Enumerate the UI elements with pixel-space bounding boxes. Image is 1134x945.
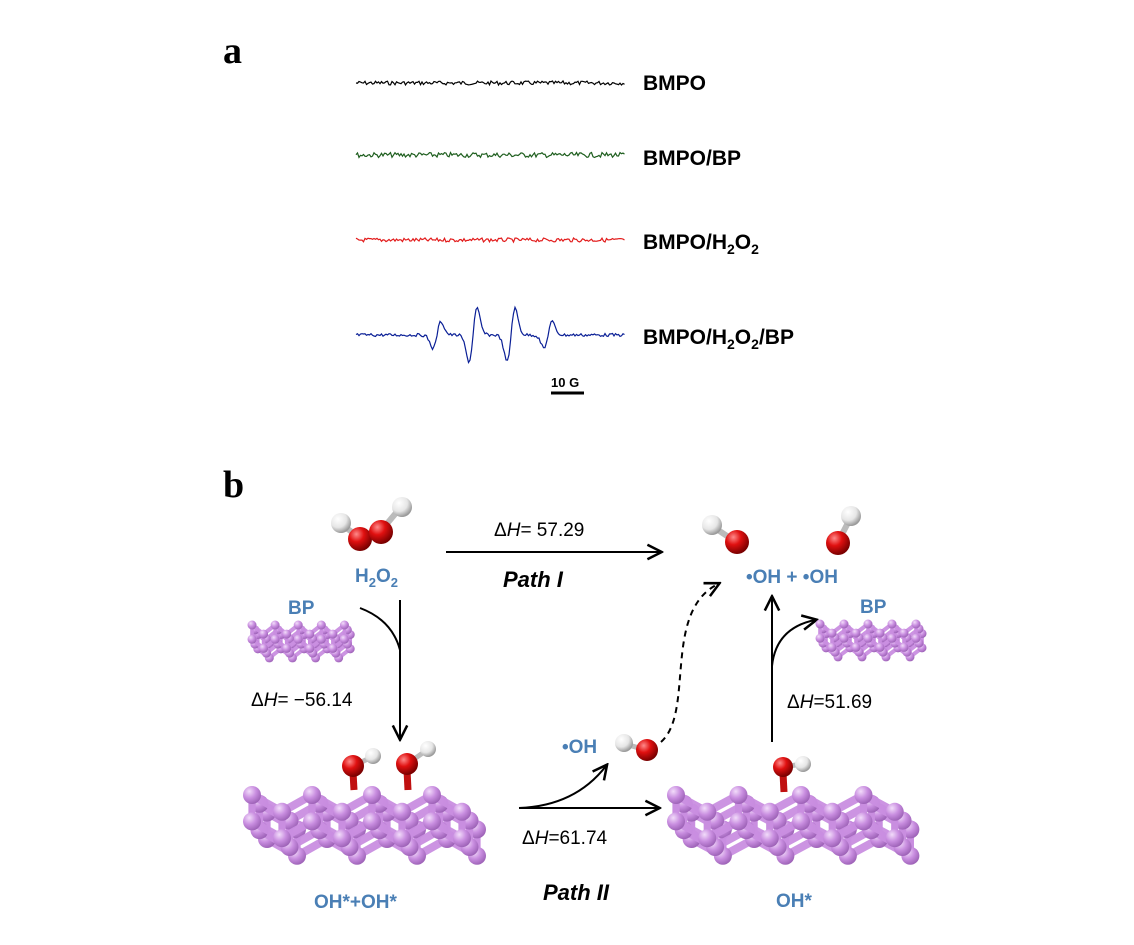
h2o2-label: H2O2 <box>355 566 398 590</box>
oh-radical-label: •OH <box>562 737 597 758</box>
adsorbed-oh-1 <box>342 748 381 791</box>
epr-trace-0 <box>355 79 625 87</box>
trace-label-bmpo-h2o2-bp: BMPO/H2O2/BP <box>643 326 794 352</box>
oh-products-label: •OH + •OH <box>746 567 838 588</box>
path1-label: Path I <box>503 567 564 592</box>
oh-radical-molecule-free <box>615 734 658 761</box>
bp-label-right: BP <box>860 597 887 618</box>
epr-trace-1 <box>355 151 625 159</box>
trace-label-bmpo: BMPO <box>643 72 706 95</box>
path2-label: Path II <box>543 880 610 905</box>
trace-label-bmpo-bp: BMPO/BP <box>643 147 741 170</box>
bp-join-curve <box>359 607 401 651</box>
bp-slab-left <box>247 620 355 663</box>
desorption-dh-label: ΔH=51.69 <box>787 692 872 713</box>
trace-label-bmpo-h2o2: BMPO/H2O2 <box>643 231 759 257</box>
bp-label-left: BP <box>288 598 315 619</box>
adsorption-dh-label: ΔH= −56.14 <box>251 690 353 711</box>
scale-bar-label: 10 G <box>551 375 579 390</box>
path1-dh-label: ΔH= 57.29 <box>494 520 584 541</box>
panel-letter-a: a <box>223 30 242 72</box>
oh-radical-molecule-2 <box>826 506 861 555</box>
bp-slab-oh-oh <box>243 786 486 865</box>
oh-release-arrow <box>518 766 606 809</box>
dashed-recombination-arrow <box>660 584 718 743</box>
oh-star-oh-star-label: OH*+OH* <box>314 892 397 913</box>
bp-release-arrow <box>771 620 815 667</box>
panel-letter-b: b <box>223 464 244 506</box>
epr-trace-3 <box>355 305 625 365</box>
adsorbed-oh-3 <box>773 756 811 793</box>
oh-radical-molecule-1 <box>702 515 749 554</box>
epr-traces <box>355 79 625 365</box>
oh-star-label: OH* <box>776 891 813 912</box>
bp-slab-right <box>815 619 927 662</box>
adsorbed-oh-2 <box>396 741 436 791</box>
h2o2-molecule <box>331 497 412 551</box>
path2-dh-label: ΔH=61.74 <box>522 828 608 849</box>
epr-trace-2 <box>355 236 625 244</box>
bp-slab-oh <box>667 786 920 865</box>
